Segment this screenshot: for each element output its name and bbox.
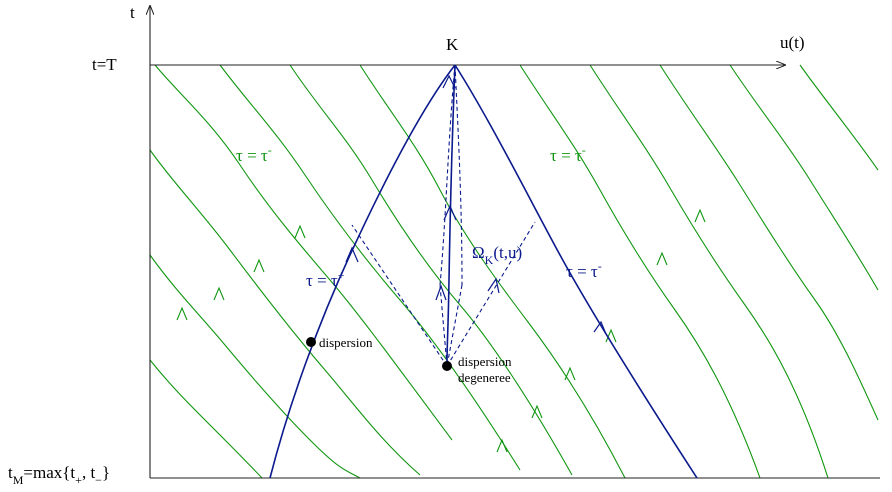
blue-arrow-icon bbox=[345, 246, 359, 263]
green-characteristic-line bbox=[154, 64, 453, 441]
bottom-time-comma: , t bbox=[82, 463, 96, 482]
tau-minus-right-base: τ = τ bbox=[550, 146, 582, 165]
blue-arrow-icon bbox=[487, 277, 500, 294]
tau-minus-left-label: τ = τ- bbox=[236, 143, 272, 165]
green-characteristic-line bbox=[589, 64, 829, 479]
degenerate-label-line1: dispersion bbox=[458, 354, 512, 369]
green-characteristic-line bbox=[729, 64, 879, 291]
dashed-right bbox=[446, 221, 536, 367]
blue-boundaries bbox=[269, 64, 698, 479]
dashed-center-upper bbox=[439, 64, 456, 286]
green-characteristic-line bbox=[799, 64, 879, 171]
degenerate-label-line2: degeneree bbox=[458, 370, 511, 385]
tau-minus-left-sup: - bbox=[268, 143, 272, 157]
tau-minus-right-sup: - bbox=[582, 143, 586, 157]
tau-minus-blue-label: τ = τ- bbox=[566, 259, 602, 281]
bottom-time-plus: + bbox=[75, 473, 82, 487]
degenerate-dispersion-point bbox=[442, 361, 452, 371]
tau-plus-base: τ = τ bbox=[306, 271, 338, 290]
blue-arrow-icon bbox=[442, 74, 456, 89]
left-boundary-curve bbox=[269, 64, 456, 479]
dispersion-label: dispersion bbox=[319, 335, 373, 350]
omega-args: (t,u) bbox=[493, 243, 522, 262]
blue-arrow-icon bbox=[435, 284, 447, 301]
blue-arrow-icon bbox=[443, 204, 457, 221]
bottom-time-main: t bbox=[8, 463, 13, 482]
dashed-lines bbox=[351, 64, 536, 367]
bottom-time-minus: − bbox=[95, 473, 102, 487]
dashed-center-left bbox=[439, 284, 448, 367]
center-curve bbox=[446, 64, 456, 367]
green-characteristics bbox=[149, 64, 879, 479]
tau-plus-label: τ = τ+ bbox=[306, 268, 345, 290]
green-characteristic-line bbox=[149, 359, 263, 479]
green-direction-arrows bbox=[176, 208, 706, 453]
green-characteristic-line bbox=[219, 64, 521, 471]
bottom-time-sub: M bbox=[13, 473, 24, 487]
tau-plus-sup: + bbox=[338, 268, 345, 282]
green-arrow-icon bbox=[564, 366, 576, 381]
u-axis-label: u(t) bbox=[780, 33, 805, 52]
bottom-time-close: } bbox=[102, 463, 110, 482]
bottom-time-label: tM=max{t+, t−} bbox=[8, 463, 110, 487]
omega-sub: K bbox=[485, 253, 494, 267]
green-arrow-icon bbox=[694, 208, 706, 223]
green-characteristic-line bbox=[519, 64, 761, 479]
tau-minus-blue-base: τ = τ bbox=[566, 262, 598, 281]
green-arrow-icon bbox=[531, 404, 543, 419]
green-arrow-icon bbox=[213, 286, 225, 301]
point-k-label: K bbox=[446, 35, 459, 54]
blue-direction-arrows bbox=[345, 74, 607, 335]
dispersion-point bbox=[306, 337, 316, 347]
green-arrow-icon bbox=[253, 258, 265, 273]
dashed-top-right bbox=[454, 64, 463, 286]
tau-minus-right-label: τ = τ- bbox=[550, 143, 586, 165]
dashed-left bbox=[351, 224, 448, 367]
top-time-label: t=T bbox=[92, 55, 117, 74]
green-characteristic-line bbox=[289, 64, 573, 476]
tau-minus-left-base: τ = τ bbox=[236, 146, 268, 165]
t-axis-label: t bbox=[130, 3, 135, 22]
green-arrow-icon bbox=[294, 224, 306, 239]
omega-base: Ω bbox=[472, 243, 485, 262]
green-arrow-icon bbox=[496, 438, 508, 453]
right-boundary-curve bbox=[454, 64, 698, 479]
tau-minus-blue-sup: - bbox=[598, 259, 602, 273]
green-arrow-icon bbox=[656, 251, 668, 266]
blue-arrow-icon bbox=[593, 320, 607, 335]
bottom-time-rest: =max{t bbox=[23, 463, 75, 482]
green-characteristic-line bbox=[359, 64, 626, 479]
green-characteristic-line bbox=[149, 254, 361, 479]
green-characteristic-line bbox=[149, 149, 421, 476]
axes bbox=[150, 6, 880, 479]
green-arrow-icon bbox=[176, 306, 188, 321]
omega-label: ΩK(t,u) bbox=[472, 243, 522, 267]
green-characteristic-line bbox=[659, 64, 879, 421]
